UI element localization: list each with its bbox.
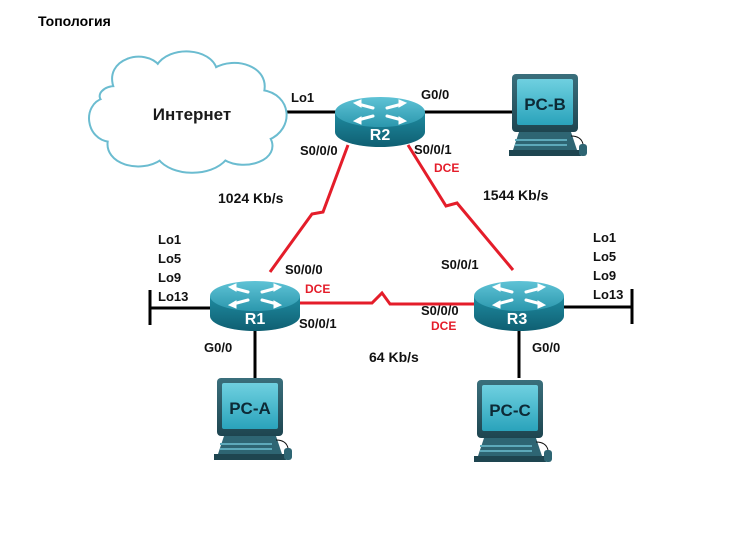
r3-loopback: Lo5	[593, 249, 616, 264]
serial-links	[268, 144, 515, 306]
r1-dce-label: DCE	[305, 282, 330, 296]
pc-c[interactable]: PC-C	[473, 379, 553, 463]
r3-loopback: Lo1	[593, 230, 616, 245]
speed-r2-r3: 1544 Kb/s	[483, 187, 549, 203]
r3-loopback-list: Lo1 Lo5 Lo9 Lo13	[593, 230, 623, 302]
speed-r1-r2: 1024 Kb/s	[218, 190, 284, 206]
topology-title: Топология	[38, 13, 111, 29]
ethernet-links	[148, 110, 634, 382]
r2-s001-label: S0/0/1	[414, 142, 452, 157]
r2-s000-label: S0/0/0	[300, 143, 338, 158]
r3-s001-label: S0/0/1	[441, 257, 479, 272]
r1-loopback: Lo13	[158, 289, 188, 304]
pc-c-label: PC-C	[489, 401, 531, 420]
r3-s000-label: S0/0/0	[421, 303, 459, 318]
pc-b-label: PC-B	[524, 95, 566, 114]
serial-link-r2-r3	[406, 144, 515, 271]
router-r2-label: R2	[370, 127, 391, 144]
r1-loopback: Lo1	[158, 232, 181, 247]
interface-labels: Lo1 G0/0 S0/0/0 S0/0/1 DCE S0/0/0 DCE S0…	[204, 87, 560, 355]
link-speeds: 1024 Kb/s 1544 Kb/s 64 Kb/s	[218, 187, 549, 365]
r1-loopback: Lo5	[158, 251, 181, 266]
r2-g00-label: G0/0	[421, 87, 449, 102]
r3-loopback: Lo13	[593, 287, 623, 302]
serial-link-r1-r3	[295, 290, 476, 306]
pc-a-label: PC-A	[229, 399, 271, 418]
pc-a[interactable]: PC-A	[213, 377, 293, 461]
r3-dce-label: DCE	[431, 319, 456, 333]
router-r1[interactable]: R1	[208, 279, 302, 333]
r1-loopback-list: Lo1 Lo5 Lo9 Lo13	[158, 232, 188, 304]
router-r3-label: R3	[507, 311, 528, 328]
router-r3[interactable]: R3	[472, 279, 566, 333]
r2-dce-label: DCE	[434, 161, 459, 175]
router-r2[interactable]: R2	[333, 95, 427, 149]
r3-g00-label: G0/0	[532, 340, 560, 355]
pc-b[interactable]: PC-B	[508, 73, 588, 157]
r1-g00-label: G0/0	[204, 340, 232, 355]
speed-r1-r3: 64 Kb/s	[369, 349, 419, 365]
r1-s001-label: S0/0/1	[299, 316, 337, 331]
internet-cloud: Интернет	[88, 50, 288, 174]
r1-s000-label: S0/0/0	[285, 262, 323, 277]
r2-lo1-label: Lo1	[291, 90, 314, 105]
router-r1-label: R1	[245, 311, 266, 328]
serial-link-r1-r2	[268, 144, 350, 273]
r3-loopback: Lo9	[593, 268, 616, 283]
cloud-label: Интернет	[153, 105, 231, 124]
r1-loopback: Lo9	[158, 270, 181, 285]
